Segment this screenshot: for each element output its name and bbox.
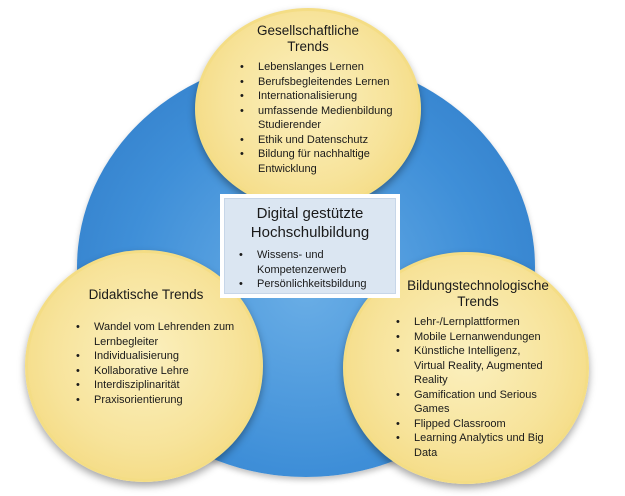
list-item: Berufsbegleitendes Lernen [238, 75, 406, 90]
societal-trends-title: Gesellschaftliche Trends [230, 23, 386, 55]
list-item: Interdisziplinarität [74, 378, 242, 393]
edtech-trends-title: Bildungstechnologische Trends [393, 278, 563, 310]
societal-trends-list: Lebenslanges Lernen Berufsbegleitendes L… [238, 60, 406, 176]
edtech-trends-list: Lehr-/Lernplattformen Mobile Lernanwendu… [394, 315, 554, 460]
societal-trends-title-line2: Trends [287, 39, 329, 54]
list-item: Persönlichkeitsbildung [237, 277, 387, 292]
center-panel: Digital gestützte Hochschulbildung Wisse… [224, 198, 396, 294]
center-box: Digital gestützte Hochschulbildung Wisse… [220, 194, 400, 298]
didactic-trends-title: Didaktische Trends [88, 287, 204, 302]
list-item: Lehr-/Lernplattformen [394, 315, 554, 330]
list-item: Individualisierung [74, 349, 242, 364]
list-item: Wandel vom Lehrenden zum Lernbegleiter [74, 320, 242, 349]
list-item: Lebenslanges Lernen [238, 60, 406, 75]
edtech-trends-title-line1: Bildungstechnologische [407, 278, 549, 293]
list-item: Internationalisierung [238, 89, 406, 104]
list-item: Bildung für nachhaltige Entwicklung [238, 147, 406, 176]
list-item: Künstliche Intelligenz, Virtual Reality,… [394, 344, 554, 388]
center-title: Digital gestützte Hochschulbildung [225, 199, 395, 242]
list-item: umfassende Medienbildung Studierender [238, 104, 406, 133]
edtech-trends-title-line2: Trends [457, 294, 499, 309]
list-item: Wissens- und Kompetenzerwerb [237, 248, 387, 277]
center-title-line1: Digital gestützte [256, 205, 364, 222]
list-item: Mobile Lernanwendungen [394, 330, 554, 345]
list-item: Kollaborative Lehre [74, 364, 242, 379]
societal-trends-title-line1: Gesellschaftliche [256, 23, 360, 38]
list-item: Praxisorientierung [74, 393, 242, 408]
list-item: Ethik und Datenschutz [238, 133, 406, 148]
didactic-trends-list: Wandel vom Lehrenden zum Lernbegleiter I… [74, 320, 242, 407]
list-item: Learning Analytics und Big Data [394, 431, 554, 460]
list-item: Flipped Classroom [394, 417, 554, 432]
list-item: Gamification und Serious Games [394, 388, 554, 417]
center-list: Wissens- und Kompetenzerwerb Persönlichk… [237, 248, 387, 292]
center-title-line2: Hochschulbildung [250, 224, 370, 241]
